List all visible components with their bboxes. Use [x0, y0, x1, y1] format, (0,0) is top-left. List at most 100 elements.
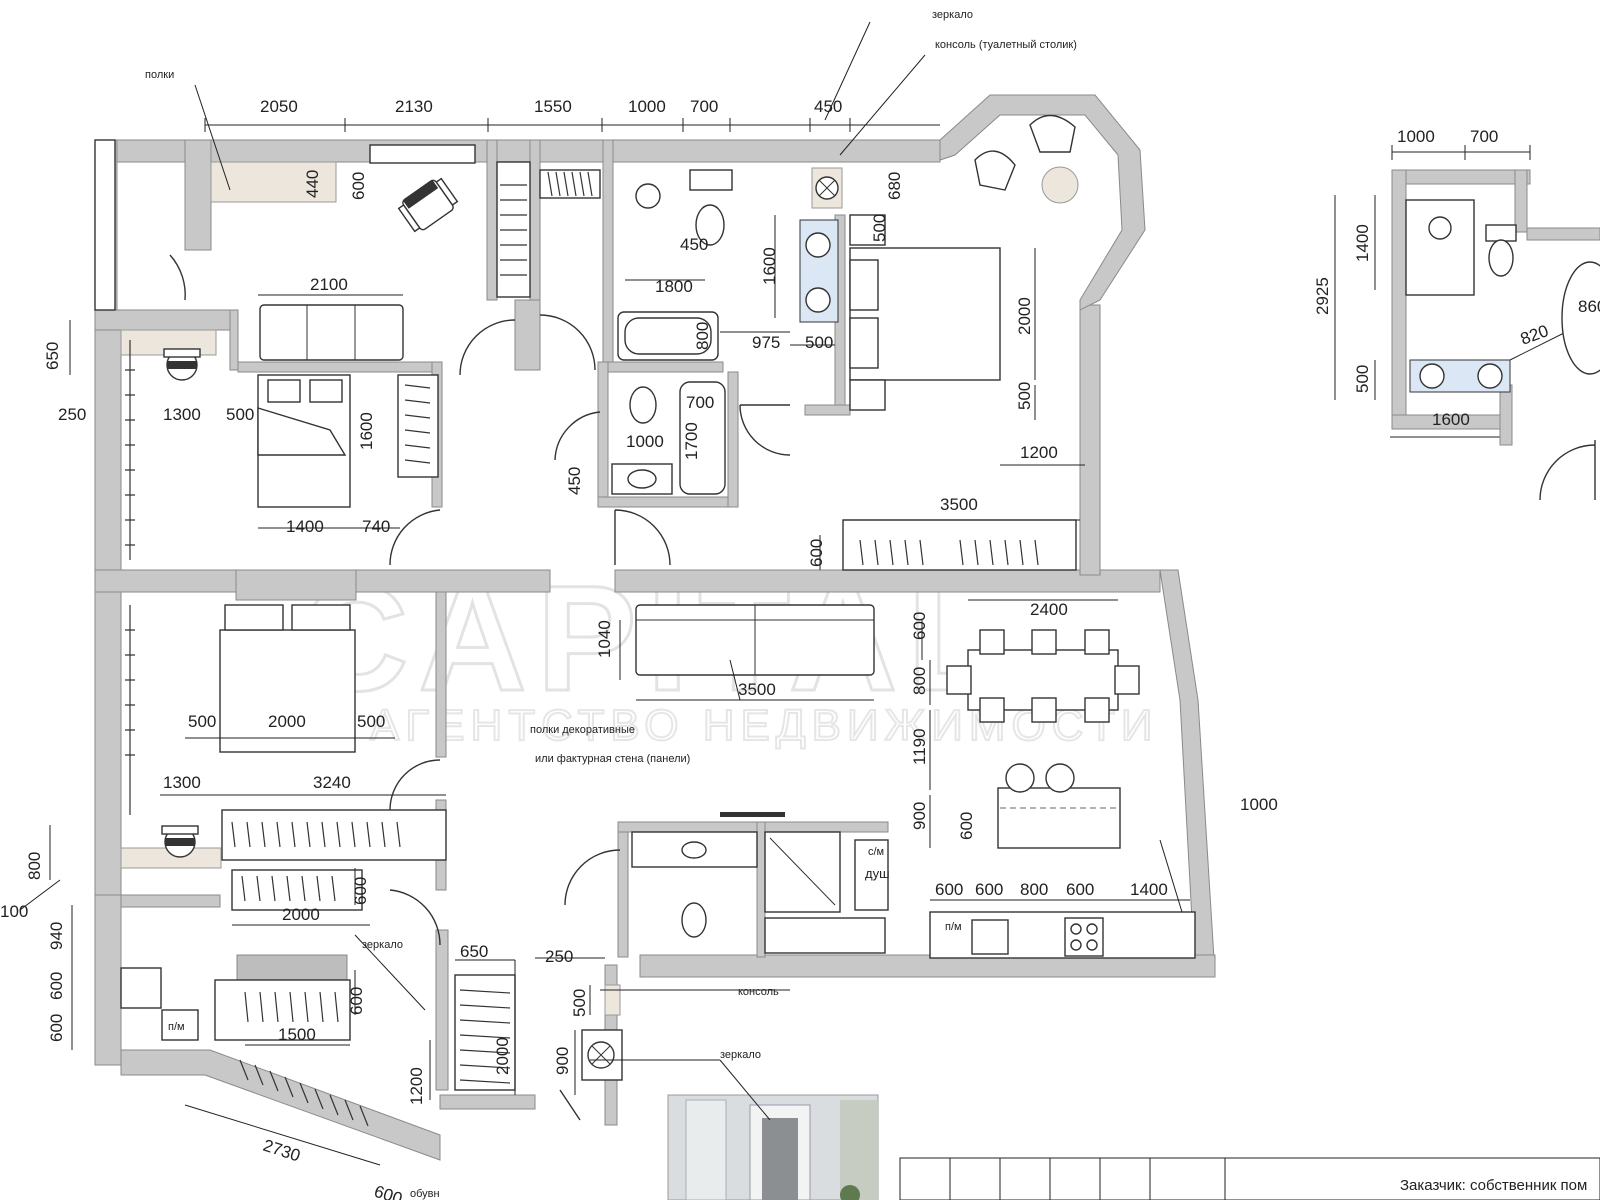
master-bedroom-furniture [849, 114, 1079, 411]
wall-guestbath-left [597, 361, 609, 508]
dressing-rack [221, 809, 447, 861]
round-table [1041, 166, 1079, 204]
dim-text: 600 [349, 172, 368, 200]
wall-bed1-top [237, 361, 439, 373]
dim-text: 1400 [1353, 224, 1372, 262]
sofa [259, 304, 404, 361]
wall-laundry-left [94, 894, 122, 1066]
wall-bed2-right [435, 591, 447, 758]
inset-wall-left [1391, 169, 1407, 426]
dim-text: 2000 [268, 712, 306, 731]
inset-sink-icon [1428, 216, 1452, 240]
laundry-sink-icon [120, 967, 162, 1009]
cooktop-icon [1064, 917, 1104, 957]
armchair [1029, 114, 1076, 153]
dim-text: 500 [870, 214, 889, 242]
dim-text: 900 [910, 802, 929, 830]
bed2 [219, 629, 356, 753]
door-swings [169, 254, 791, 1121]
interior-photo [667, 1094, 879, 1200]
wall-top [94, 139, 941, 163]
dressing-rack-2 [231, 869, 363, 911]
dim-text: 1600 [357, 412, 376, 450]
diagonal-rack [239, 1059, 369, 1127]
inset-wall-right2 [1526, 227, 1600, 241]
note-labels: зеркало консоль (туалетный столик) полки… [145, 9, 1587, 1200]
dim-text: 2925 [1313, 277, 1332, 315]
chair-icon [161, 825, 199, 858]
wall-diagonal-bottom [120, 1049, 441, 1161]
dim-text: 900 [553, 1047, 572, 1075]
balcony-left [94, 139, 116, 311]
hall-closet [454, 974, 516, 1091]
label-appliance-2: п/м [945, 921, 962, 933]
appliance-column [854, 839, 889, 911]
dim-text: 500 [1353, 365, 1372, 393]
label-shower: душ [865, 866, 890, 881]
dim-text: 2100 [310, 275, 348, 294]
wall-guestbath-bottom [597, 496, 739, 508]
utility-cabinet [764, 917, 886, 954]
inset-shower [1405, 199, 1475, 296]
entry-console [604, 984, 621, 1016]
dim-text: 440 [303, 170, 322, 198]
dim-text: 800 [1020, 880, 1048, 899]
closet-hangers [496, 161, 601, 298]
wall-bay-window [939, 94, 1146, 311]
wall-wc-top [617, 821, 889, 833]
wall-kitchen-bottom [639, 954, 1216, 978]
dim-text: 1600 [760, 247, 779, 285]
dim-text: 650 [460, 942, 488, 961]
inset-wall-lower [1499, 384, 1513, 446]
office-shelves [210, 161, 337, 203]
dim-text: 2730 [261, 1136, 303, 1166]
dim-text: 1000 [628, 97, 666, 116]
dim-text: 1000 [1240, 795, 1278, 814]
toilet-icon [695, 204, 725, 246]
wall-mid-right [614, 569, 1161, 593]
label-mirror-mid: зеркало [362, 939, 403, 951]
dim-text: 700 [686, 393, 714, 412]
wc-mirror-line [720, 812, 785, 817]
label-decor-wall-1: полки декоративные [530, 724, 635, 736]
living-furniture [635, 604, 1196, 959]
dim-text: 2400 [1030, 600, 1068, 619]
wall-wc-left [617, 821, 629, 958]
dim-text: 2000 [493, 1037, 512, 1075]
dim-text: 600 [935, 880, 963, 899]
wall-master-right [1079, 304, 1101, 576]
dim-text: 800 [693, 322, 712, 350]
dim-text: 600 [910, 612, 929, 640]
dim-text: 3500 [940, 495, 978, 514]
walls [94, 94, 1216, 1161]
label-customer: Заказчик: собственник пом [1400, 1177, 1587, 1194]
dim-text: 860 [1578, 297, 1600, 316]
dim-text: 2130 [395, 97, 433, 116]
dim-text: 250 [545, 947, 573, 966]
kitchen-counter [929, 911, 1196, 959]
dim-text: 700 [690, 97, 718, 116]
bar-stool [1005, 763, 1035, 793]
wall-bath1-bottom [602, 361, 724, 373]
dim-text: 1000 [626, 432, 664, 451]
wall-bath1-left [602, 139, 614, 366]
dim-text: 3240 [313, 773, 351, 792]
dim-text: 1040 [595, 620, 614, 658]
dim-text: 700 [1470, 127, 1498, 146]
label-shoe-cabinet: обувн [410, 1188, 440, 1200]
dim-text: 500 [357, 712, 385, 731]
office-desk [369, 144, 476, 164]
fixtures [120, 114, 1600, 1200]
dim-text: 2000 [1015, 297, 1034, 335]
dim-text: 100 [0, 902, 28, 921]
wall-wc-mid [756, 821, 766, 958]
bedroom2-furniture [125, 604, 356, 815]
label-console-entry: консоль [738, 986, 779, 998]
dimension-labels: 2050 2130 1550 1000 700 450 440 600 450 … [0, 97, 1600, 1200]
dim-text: 650 [43, 342, 62, 370]
dim-text: 600 [957, 812, 976, 840]
dim-text: 940 [47, 922, 66, 950]
inset-toilet-icon [1488, 239, 1514, 277]
dim-text: 600 [47, 1014, 66, 1042]
